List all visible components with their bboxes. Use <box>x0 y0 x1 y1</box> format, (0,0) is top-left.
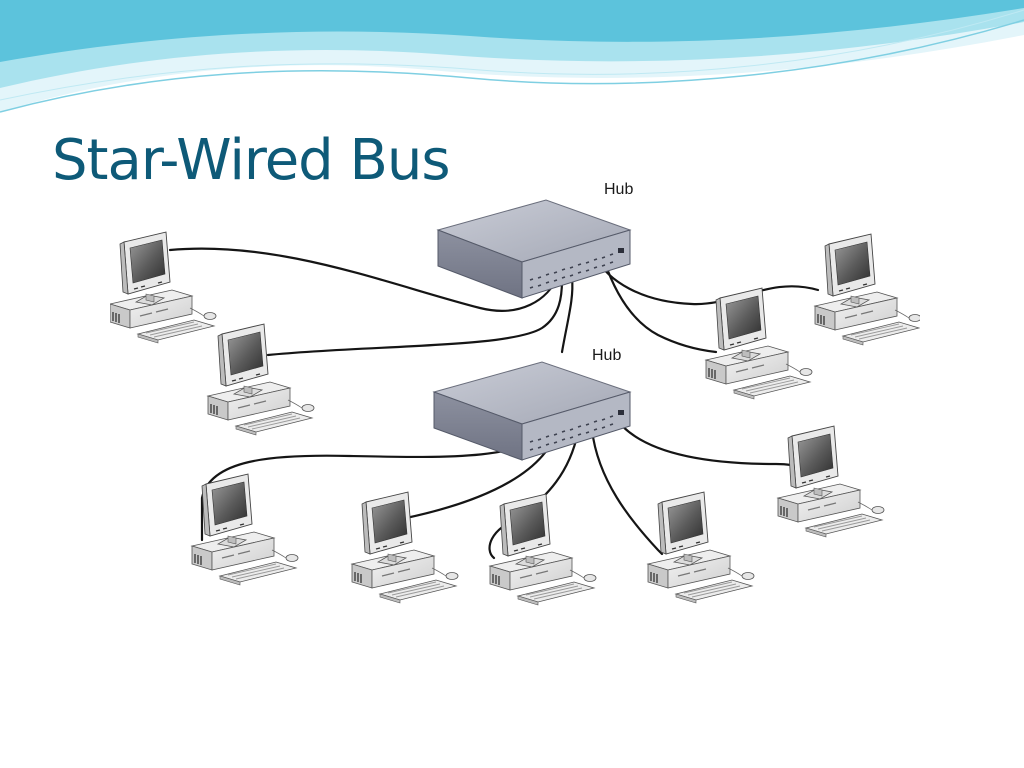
computer-icon <box>191 473 299 586</box>
bottom-hub-label: Hub <box>592 347 621 364</box>
computer-icon <box>705 287 813 400</box>
network-diagram: Hub Hub <box>110 180 920 616</box>
top-hub-label: Hub <box>604 181 633 198</box>
top-hub <box>436 199 632 299</box>
bottom-hub <box>432 361 632 461</box>
header-wave-decoration <box>0 0 1024 113</box>
computer-icon <box>489 493 597 606</box>
cables-top-hub <box>168 247 820 357</box>
computer-icon <box>207 323 315 436</box>
computer-icon <box>777 425 885 538</box>
computer-icon <box>814 233 920 346</box>
computer-icon <box>647 491 755 604</box>
